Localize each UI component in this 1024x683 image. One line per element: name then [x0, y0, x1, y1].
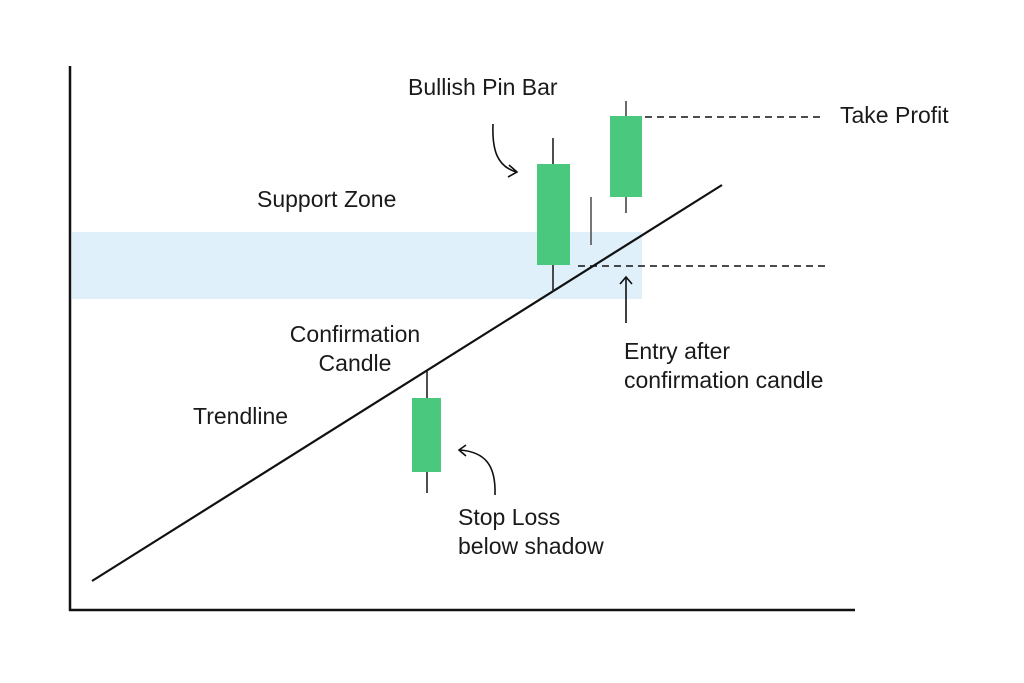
entry-arrow-icon: [619, 275, 633, 323]
confirmation-candle-label-line1: Confirmation: [289, 321, 421, 347]
stop-loss-label-line1: Stop Loss: [458, 504, 561, 530]
stop-loss-label-line2: below shadow: [458, 533, 604, 559]
take-profit-label: Take Profit: [840, 102, 949, 128]
stop-loss-candle: [412, 371, 441, 493]
stop-loss-label: Stop Loss below shadow: [458, 503, 604, 561]
pin-bar-arrow-icon: [492, 123, 519, 178]
entry-label: Entry after confirmation candle: [624, 337, 823, 395]
confirmation-candle-label: Confirmation Candle: [272, 320, 438, 378]
confirmation-candle-label-line2: Candle: [318, 350, 392, 376]
trendline: [91, 184, 723, 582]
trendline-label: Trendline: [193, 403, 289, 429]
support-zone-label: Support Zone: [257, 186, 397, 212]
pin-bar-body: [537, 164, 570, 265]
take-profit-candle-body: [610, 116, 642, 197]
take-profit-candle: [610, 101, 642, 213]
bullish-pin-bar-label: Bullish Pin Bar: [408, 74, 558, 100]
entry-label-line2: confirmation candle: [624, 367, 824, 393]
stop-loss-candle-body: [412, 398, 441, 472]
stop-loss-arrow-icon: [457, 444, 496, 496]
bullish-pin-bar-candle: [537, 138, 570, 292]
entry-label-line1: Entry after: [624, 338, 731, 364]
